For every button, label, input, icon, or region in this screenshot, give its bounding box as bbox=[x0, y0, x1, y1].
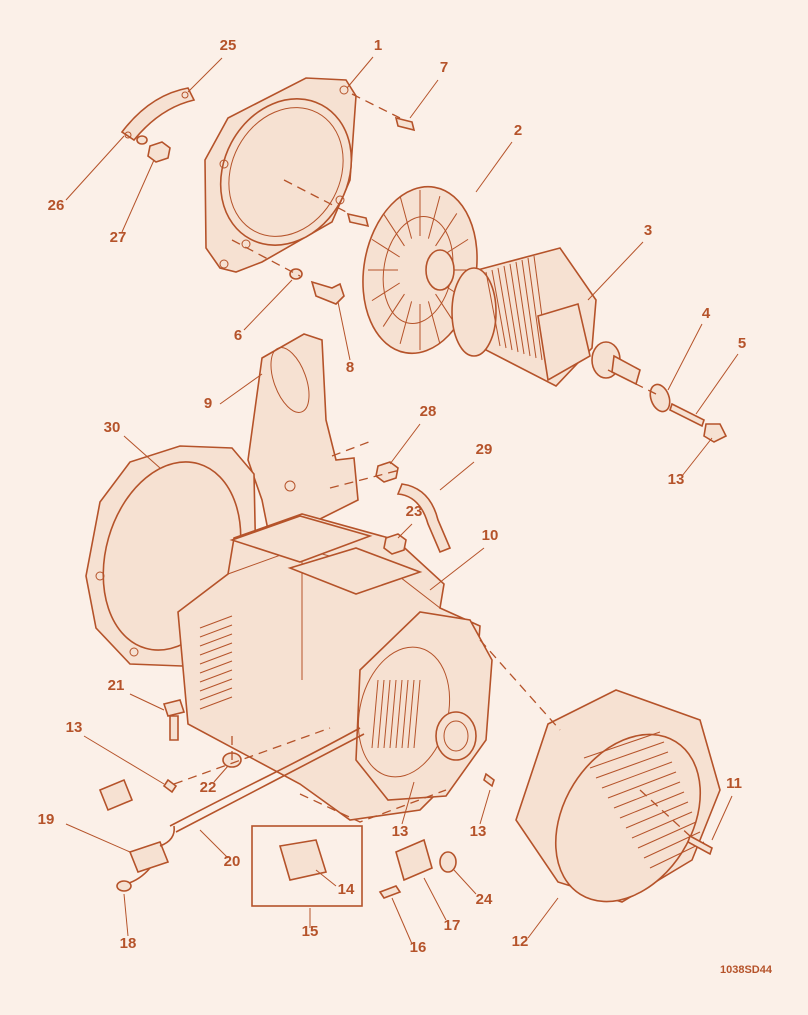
callout-17: 17 bbox=[444, 917, 461, 934]
callout-15: 15 bbox=[302, 923, 319, 940]
callout-5: 5 bbox=[738, 335, 746, 352]
leader-line bbox=[391, 897, 413, 945]
leader-line bbox=[475, 141, 513, 193]
callout-16: 16 bbox=[410, 939, 427, 956]
callout-3: 3 bbox=[644, 222, 652, 239]
leader-line bbox=[199, 829, 229, 859]
leader-line bbox=[123, 435, 161, 469]
washer-and-bolt-part bbox=[289, 268, 345, 305]
bearing-part bbox=[649, 383, 671, 413]
callout-12: 12 bbox=[512, 933, 529, 950]
callout-9: 9 bbox=[204, 395, 212, 412]
leader-line bbox=[187, 57, 223, 93]
callout-13: 13 bbox=[392, 823, 409, 840]
callout-6: 6 bbox=[234, 327, 242, 344]
leader-line bbox=[527, 897, 559, 939]
leader-line bbox=[681, 437, 713, 477]
callout-14: 14 bbox=[338, 881, 355, 898]
leader-line bbox=[439, 461, 475, 491]
callout-4: 4 bbox=[702, 305, 711, 322]
leader-line bbox=[453, 869, 477, 895]
callout-21: 21 bbox=[108, 677, 125, 694]
callout-10: 10 bbox=[482, 527, 499, 544]
leader-line bbox=[219, 373, 263, 405]
through-bolt-part bbox=[669, 402, 728, 443]
callout-24: 24 bbox=[476, 891, 493, 908]
leader-line bbox=[429, 547, 485, 591]
clamp-strap-part bbox=[120, 87, 196, 163]
callout-8: 8 bbox=[346, 359, 354, 376]
leader-line bbox=[401, 781, 415, 825]
leader-lines bbox=[65, 56, 739, 945]
wire-harness-part bbox=[98, 727, 365, 892]
end-bracket-plate bbox=[204, 77, 357, 273]
callout-13: 13 bbox=[470, 823, 487, 840]
end-cover-part bbox=[515, 689, 721, 903]
leader-line bbox=[65, 135, 125, 201]
leader-line bbox=[65, 823, 131, 853]
callout-23: 23 bbox=[406, 503, 423, 520]
callout-11: 11 bbox=[726, 775, 742, 792]
leader-line bbox=[587, 241, 644, 301]
leader-line bbox=[213, 765, 229, 783]
callout-22: 22 bbox=[200, 779, 217, 796]
hose-part bbox=[396, 483, 452, 554]
inset-box-16 bbox=[251, 825, 363, 907]
drawing-id: 1038SD44 bbox=[720, 964, 773, 976]
baffle-gasket-part bbox=[247, 333, 359, 542]
leader-line bbox=[711, 795, 733, 841]
callout-26: 26 bbox=[48, 197, 65, 214]
leader-line bbox=[397, 523, 413, 539]
callout-1: 1 bbox=[374, 37, 382, 54]
callout-7: 7 bbox=[440, 59, 448, 76]
leader-line bbox=[346, 56, 374, 89]
leader-line bbox=[121, 159, 155, 233]
end-bell-part bbox=[355, 611, 493, 801]
leader-line bbox=[83, 735, 165, 785]
callout-27: 27 bbox=[110, 229, 127, 246]
callout-30: 30 bbox=[104, 419, 121, 436]
leader-line bbox=[409, 79, 439, 119]
leader-line bbox=[667, 323, 703, 391]
leader-line bbox=[423, 877, 447, 921]
callout-29: 29 bbox=[476, 441, 493, 458]
assembly-lines bbox=[173, 93, 691, 837]
callout-20: 20 bbox=[224, 853, 241, 870]
bushing-25-part bbox=[439, 851, 457, 873]
callout-19: 19 bbox=[38, 811, 55, 828]
leader-line bbox=[129, 693, 165, 711]
stud-part bbox=[346, 116, 416, 228]
leader-line bbox=[389, 423, 421, 465]
leader-line bbox=[337, 301, 351, 361]
callout-18: 18 bbox=[120, 935, 137, 952]
leader-line bbox=[695, 353, 739, 415]
screw-part bbox=[162, 772, 713, 899]
rotor-armature-part bbox=[451, 247, 641, 387]
callout-13: 13 bbox=[668, 471, 685, 488]
leader-line bbox=[243, 279, 293, 331]
callout-2: 2 bbox=[514, 122, 522, 139]
leader-line bbox=[123, 893, 129, 937]
callout-25: 25 bbox=[220, 37, 237, 54]
callout-13: 13 bbox=[66, 719, 83, 736]
capacitor-18-part bbox=[395, 838, 433, 882]
bolt-22-part bbox=[162, 699, 186, 741]
leader-line bbox=[479, 789, 491, 825]
leader-line bbox=[315, 869, 337, 887]
callout-28: 28 bbox=[420, 403, 437, 420]
